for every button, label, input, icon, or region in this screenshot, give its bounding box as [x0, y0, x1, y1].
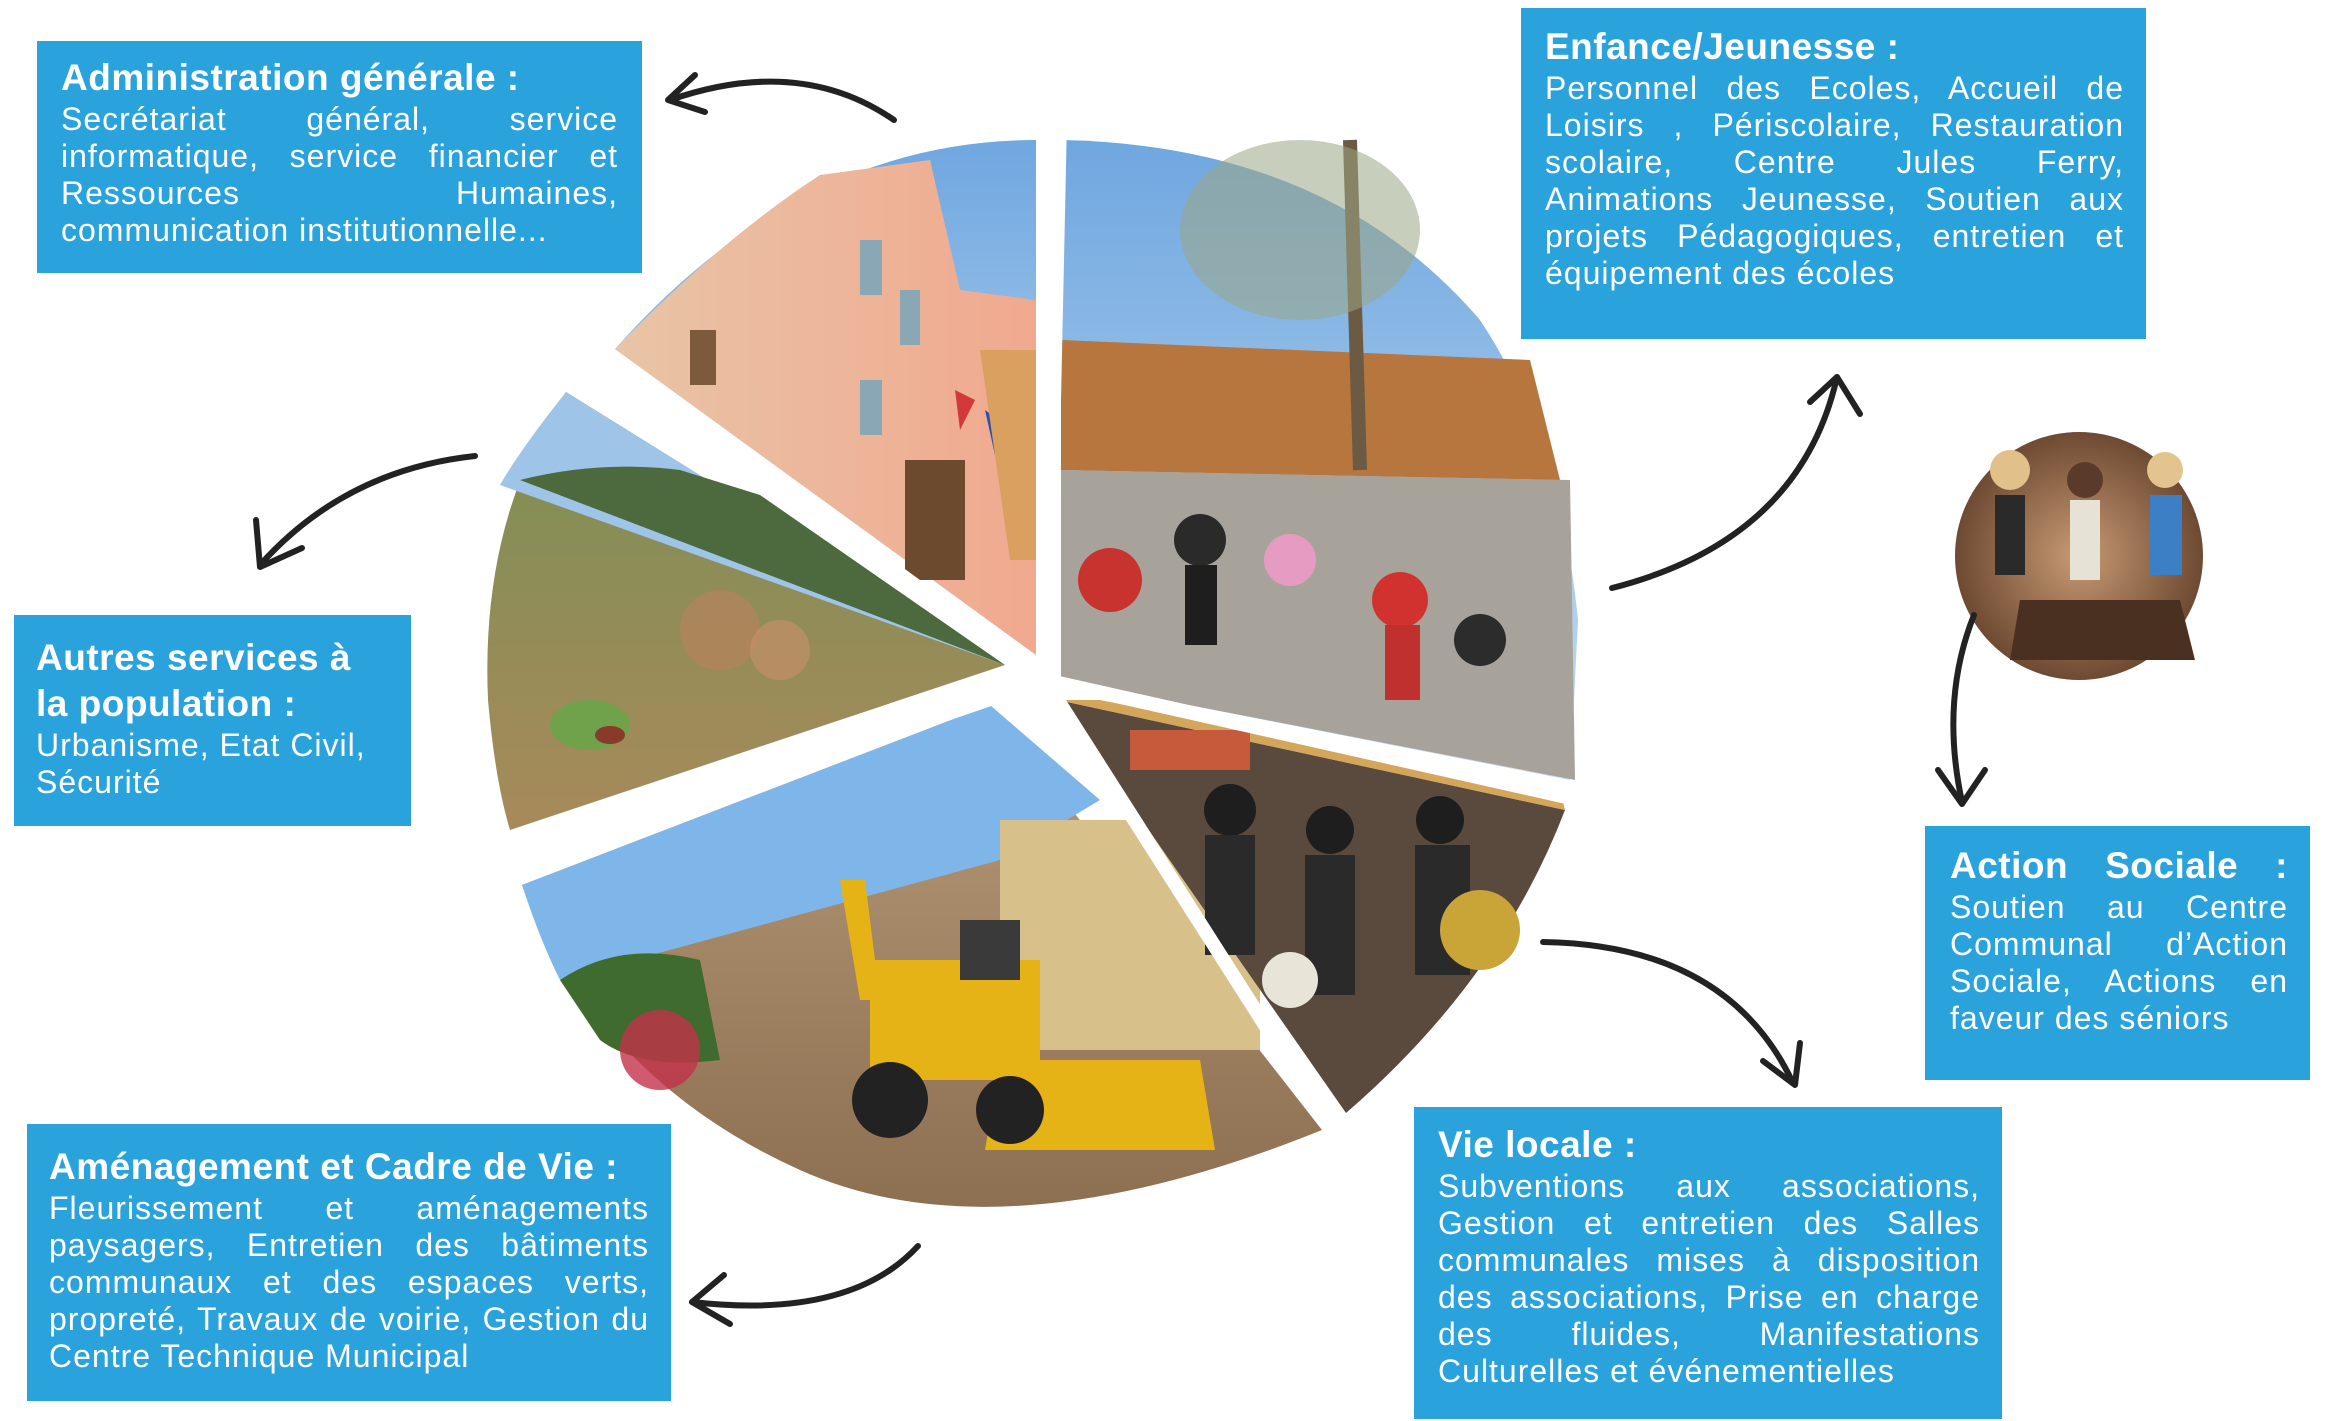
admin-text: Secrétariat général, service informatiqu…: [61, 101, 618, 248]
autres-title: Autres services à la population :: [36, 637, 351, 724]
photo-musicians: [1058, 700, 1565, 1113]
admin-title: Administration générale :: [61, 57, 520, 98]
photo-aerial-view: [487, 392, 1005, 830]
enfance-title: Enfance/Jeunesse :: [1545, 26, 1900, 67]
vie-text: Subventions aux associations, Gestion et…: [1438, 1168, 1980, 1389]
amenagement-title: Aménagement et Cadre de Vie :: [49, 1146, 618, 1187]
vie-title: Vie locale :: [1438, 1124, 1637, 1165]
enfance-text: Personnel des Ecoles, Accueil de Loisirs…: [1545, 70, 2124, 291]
photo-town-hall: [615, 140, 1036, 655]
amenagement-text: Fleurissement et aménagements paysagers,…: [49, 1190, 649, 1374]
admin-box: Administration générale : Secrétariat gé…: [37, 41, 642, 273]
photo-carnival: [1061, 139, 1578, 780]
social-box: Action Sociale : Soutien au Centre Commu…: [1925, 826, 2310, 1080]
photo-social-circle: [1955, 432, 2203, 680]
social-title: Action Sociale :: [1950, 845, 2288, 886]
enfance-box: Enfance/Jeunesse : Personnel des Ecoles,…: [1521, 8, 2146, 339]
autres-box: Autres services à la population : Urbani…: [14, 615, 411, 826]
amenagement-box: Aménagement et Cadre de Vie : Fleurissem…: [27, 1124, 671, 1401]
social-text: Soutien au Centre Communal d’Action Soci…: [1950, 889, 2288, 1036]
photo-backhoe: [522, 705, 1322, 1207]
autres-text: Urbanisme, Etat Civil, Sécurité: [36, 727, 366, 800]
vie-box: Vie locale : Subventions aux association…: [1414, 1107, 2002, 1419]
